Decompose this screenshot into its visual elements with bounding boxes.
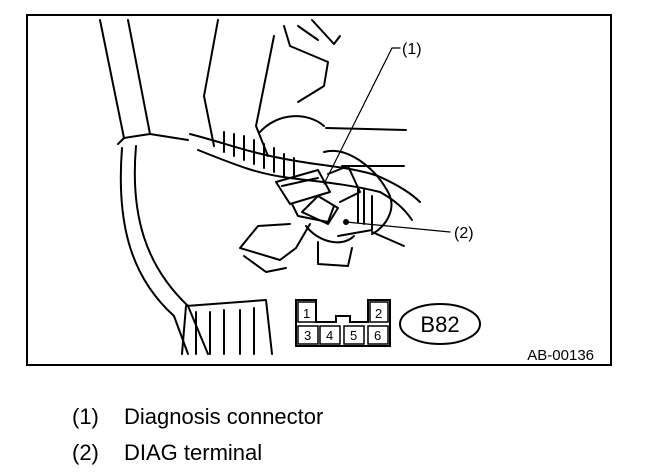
callout-1-label: (1)	[402, 41, 422, 58]
diagram-illustration: (1) (2) 1 2 3 4 5 6 B82 AB-00136	[99, 19, 594, 364]
left-panel	[99, 19, 209, 355]
connector-assembly	[239, 149, 393, 273]
leader-lines	[323, 47, 451, 233]
pin-6: 6	[374, 328, 381, 343]
pin-3: 3	[304, 328, 311, 343]
connector-code: B82	[420, 312, 459, 337]
legend-item-number: (2)	[72, 440, 99, 465]
figure-reference-code: AB-00136	[527, 347, 594, 364]
pin-1: 1	[303, 306, 310, 321]
callout-2-leader	[345, 221, 451, 233]
legend-item-2: (2) DIAG terminal	[72, 440, 262, 466]
connector-pin-layout: 1 2 3 4 5 6	[295, 299, 391, 347]
legend-item-text: DIAG terminal	[124, 440, 263, 465]
diagram-frame: (1) (2) 1 2 3 4 5 6 B82 AB-00136	[26, 14, 612, 366]
callout-2-label: (2)	[454, 225, 474, 242]
pin-2: 2	[375, 306, 382, 321]
pin-5: 5	[350, 328, 357, 343]
connector-code-badge: B82	[399, 303, 481, 345]
legend-item-text: Diagnosis connector	[124, 404, 324, 429]
pin-4: 4	[326, 328, 333, 343]
upper-bracket	[203, 19, 341, 157]
callout-1-leader	[323, 47, 401, 185]
pedal-bracket	[181, 299, 273, 355]
background-lines	[325, 127, 407, 247]
legend-item-1: (1) Diagnosis connector	[72, 404, 323, 430]
legend-item-number: (1)	[72, 404, 99, 429]
